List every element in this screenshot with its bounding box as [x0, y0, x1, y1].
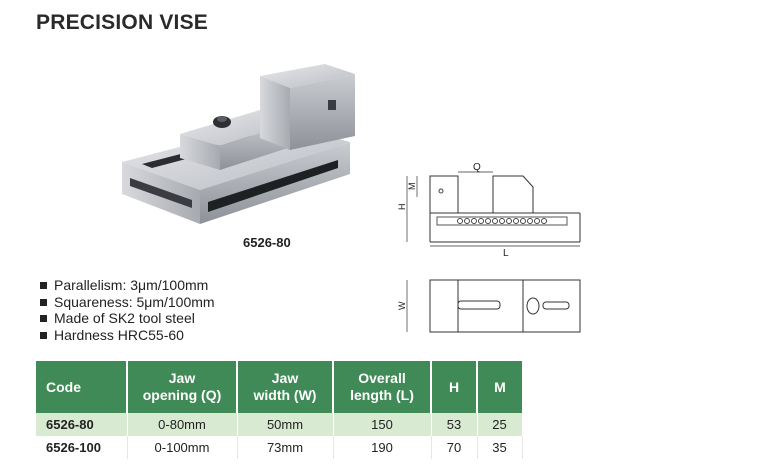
- header-m: M: [477, 361, 522, 413]
- feature-item: Parallelism: 3μm/100mm: [40, 277, 215, 294]
- top-view: [406, 279, 581, 333]
- feature-item: Hardness HRC55-60: [40, 327, 215, 344]
- feature-list: Parallelism: 3μm/100mm Squareness: 5μm/1…: [40, 277, 215, 343]
- cell-length: 150: [333, 413, 432, 436]
- feature-item: Squareness: 5μm/100mm: [40, 294, 215, 311]
- header-h: H: [431, 361, 478, 413]
- bullet-icon: [40, 315, 47, 322]
- cell-length: 190: [333, 436, 432, 459]
- vise-photo: [122, 64, 355, 224]
- cell-jaw-opening: 0-80mm: [127, 413, 238, 436]
- cell-m: 35: [477, 436, 523, 459]
- page-title: PRECISION VISE: [36, 11, 209, 34]
- label-q: Q: [473, 162, 481, 173]
- cell-jaw-width: 73mm: [237, 436, 334, 459]
- table-row: 6526-80 0-80mm 50mm 150 53 25: [36, 413, 523, 436]
- label-l: L: [503, 248, 509, 259]
- cell-h: 53: [431, 413, 478, 436]
- cell-code: 6526-100: [36, 436, 128, 459]
- bullet-icon: [40, 282, 47, 289]
- cell-h: 70: [431, 436, 478, 459]
- label-w: W: [397, 301, 407, 310]
- header-code: Code: [36, 361, 128, 413]
- cell-jaw-opening: 0-100mm: [127, 436, 238, 459]
- cell-m: 25: [477, 413, 523, 436]
- cell-code: 6526-80: [36, 413, 128, 436]
- label-m: M: [407, 183, 417, 191]
- table-row: 6526-100 0-100mm 73mm 190 70 35: [36, 436, 523, 459]
- side-view: [406, 171, 581, 247]
- bullet-icon: [40, 331, 47, 339]
- dimension-drawing: Q M H L W: [397, 162, 581, 333]
- label-h: H: [397, 204, 407, 211]
- cell-jaw-width: 50mm: [237, 413, 334, 436]
- feature-item: Made of SK2 tool steel: [40, 310, 215, 327]
- bullet-icon: [40, 298, 47, 306]
- photo-caption: 6526-80: [243, 235, 291, 250]
